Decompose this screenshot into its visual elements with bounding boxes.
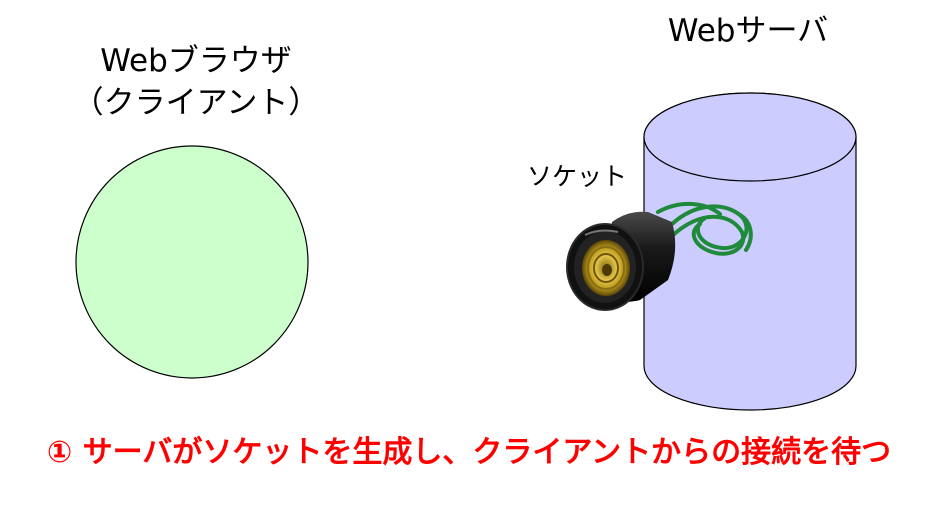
client-title: Webブラウザ （クライアント） bbox=[0, 40, 392, 124]
server-cylinder-top bbox=[643, 92, 857, 182]
client-circle bbox=[75, 145, 309, 379]
socket-label: ソケット bbox=[527, 162, 628, 191]
server-title: Webサーバ bbox=[667, 13, 829, 49]
client-title-line1: Webブラウザ bbox=[100, 43, 292, 79]
client-title-line2: （クライアント） bbox=[72, 85, 320, 121]
step-caption: ① サーバがソケットを生成し、クライアントからの接続を待つ bbox=[46, 435, 892, 470]
socket-image bbox=[566, 201, 753, 311]
server-cylinder bbox=[643, 92, 857, 411]
